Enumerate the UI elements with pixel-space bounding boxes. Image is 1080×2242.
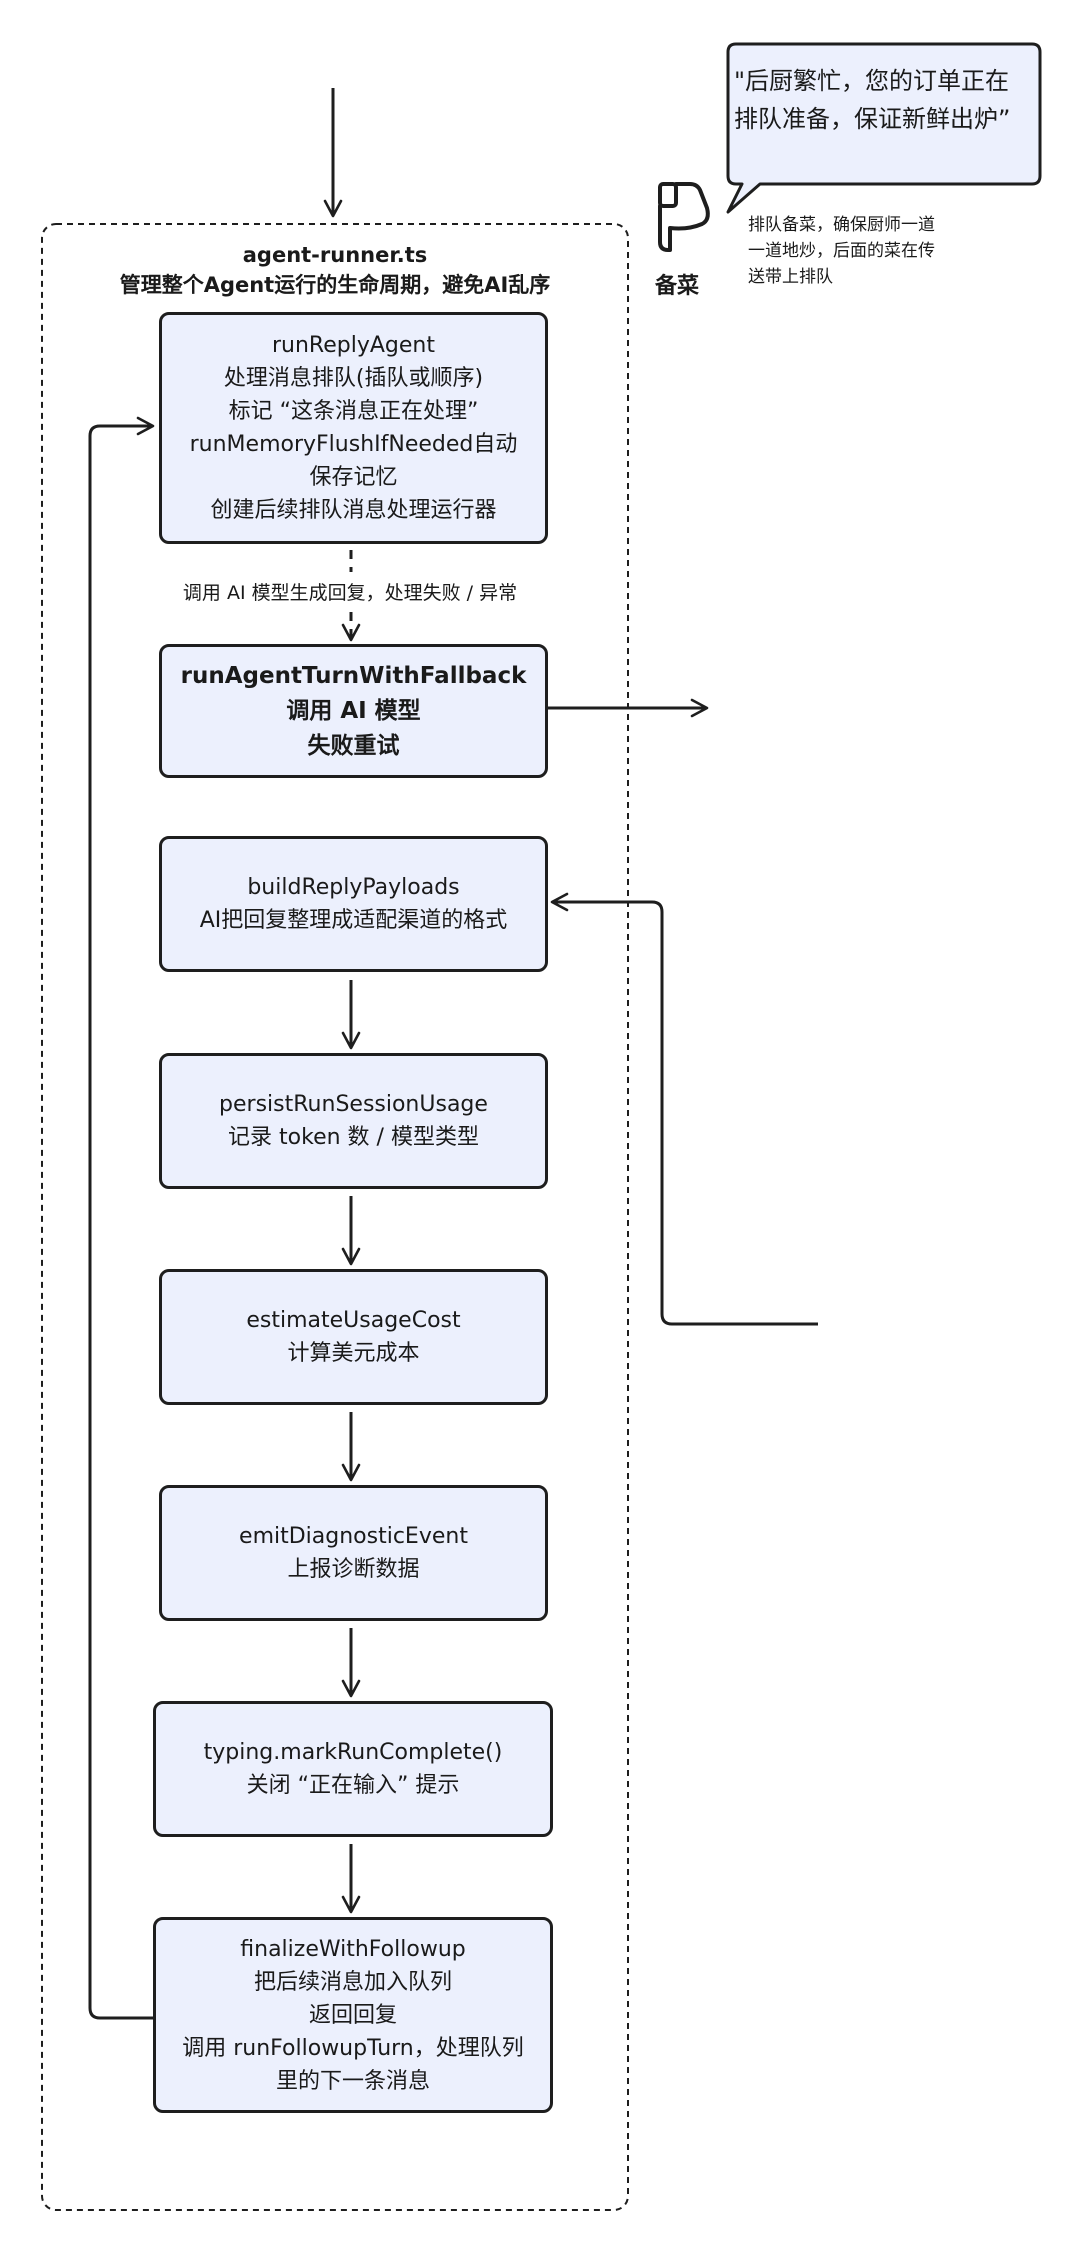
box-line: 创建后续排队消息处理运行器 — [210, 498, 497, 523]
speech-bubble — [726, 42, 1042, 214]
box-estimate-usage-cost: estimateUsageCost 计算美元成本 — [159, 1269, 548, 1405]
chef-note-line: 一道地炒，后面的菜在传 — [748, 241, 935, 261]
box-build-reply-payloads: buildReplyPayloads AI把回复整理成适配渠道的格式 — [159, 836, 548, 972]
box-persist-run-session-usage: persistRunSessionUsage 记录 token 数 / 模型类型 — [159, 1053, 548, 1189]
agent-runner-frame — [41, 223, 629, 2211]
box-line: 失败重试 — [307, 732, 400, 759]
box-line: 处理消息排队(插队或顺序) — [223, 366, 484, 391]
chef-note-line: 排队备菜，确保厨师一道 — [748, 215, 935, 235]
edge-label: 调用 AI 模型生成回复，处理失败 / 异常 — [182, 582, 518, 604]
box-line: 记录 token 数 / 模型类型 — [228, 1125, 479, 1150]
box-finalize-with-followup: finalizeWithFollowup 把后续消息加入队列 返回回复 调用 r… — [153, 1917, 553, 2113]
box-typing-mark-run-complete: typing.markRunComplete() 关闭 “正在输入” 提示 — [153, 1701, 553, 1837]
box-line: buildReplyPayloads — [247, 875, 460, 900]
box-emit-diagnostic-event: emitDiagnosticEvent 上报诊断数据 — [159, 1485, 548, 1621]
box-line: runReplyAgent — [272, 333, 435, 358]
edge-into-build — [550, 892, 818, 1326]
edge-followup-loop — [88, 416, 155, 2020]
box-line: 返回回复 — [308, 2002, 397, 2028]
box-line: AI把回复整理成适配渠道的格式 — [199, 908, 508, 933]
box-line: 调用 runFollowupTurn，处理队列 — [182, 2035, 524, 2061]
frame-title: agent-runner.ts — [242, 243, 428, 267]
frame-subtitle: 管理整个Agent运行的生命周期，避免AI乱序 — [119, 273, 551, 297]
chef-note: 排队备菜，确保厨师一道 一道地炒，后面的菜在传 送带上排队 — [748, 212, 1008, 290]
box-run-agent-turn-with-fallback: runAgentTurnWithFallback 调用 AI 模型 失败重试 — [159, 644, 548, 778]
box-line: persistRunSessionUsage — [219, 1092, 488, 1117]
speech-bubble-text: "后厨繁忙，您的订单正在 排队准备，保证新鲜出炉” — [734, 62, 1024, 138]
box-line: runAgentTurnWithFallback — [180, 662, 527, 689]
box-line: 保存记忆 — [309, 465, 398, 490]
box-line: 上报诊断数据 — [287, 1557, 420, 1582]
box-line: emitDiagnosticEvent — [239, 1524, 468, 1549]
box-run-reply-agent: runReplyAgent 处理消息排队(插队或顺序) 标记 “这条消息正在处理… — [159, 312, 548, 544]
box-line: 把后续消息加入队列 — [253, 1969, 452, 1995]
chef-label: 备菜 — [655, 274, 700, 299]
bubble-line: 排队准备，保证新鲜出炉” — [734, 105, 1011, 133]
box-line: finalizeWithFollowup — [240, 1936, 466, 1962]
box-line: 里的下一条消息 — [275, 2068, 430, 2094]
bubble-line: "后厨繁忙，您的订单正在 — [734, 67, 1010, 95]
box-line: 计算美元成本 — [287, 1341, 420, 1366]
box-line: 调用 AI 模型 — [286, 697, 421, 724]
box-line: estimateUsageCost — [246, 1308, 461, 1333]
box-line: 关闭 “正在输入” 提示 — [246, 1773, 460, 1798]
box-line: typing.markRunComplete() — [203, 1740, 503, 1765]
box-line: runMemoryFlushIfNeeded自动 — [189, 432, 518, 457]
box-line: 标记 “这条消息正在处理” — [228, 399, 479, 424]
chef-knife-icon — [658, 182, 710, 252]
frame-header: agent-runner.ts 管理整个Agent运行的生命周期，避免AI乱序 — [42, 240, 628, 300]
chef-note-line: 送带上排队 — [748, 267, 833, 287]
